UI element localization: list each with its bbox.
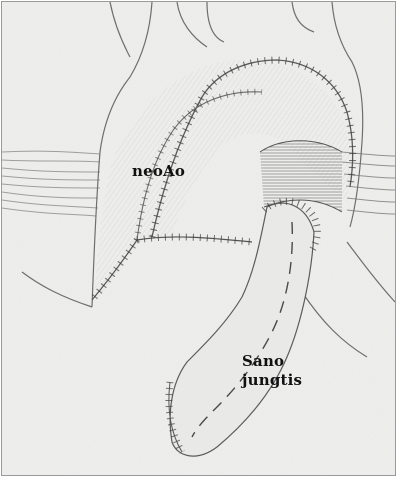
neoao-label: neoAo: [132, 162, 185, 181]
sano-conduit-label-line1: Sano: [242, 352, 302, 371]
sano-conduit-label-line2: jungtis: [242, 371, 302, 390]
sano-conduit-label: Sano jungtis: [242, 352, 302, 390]
